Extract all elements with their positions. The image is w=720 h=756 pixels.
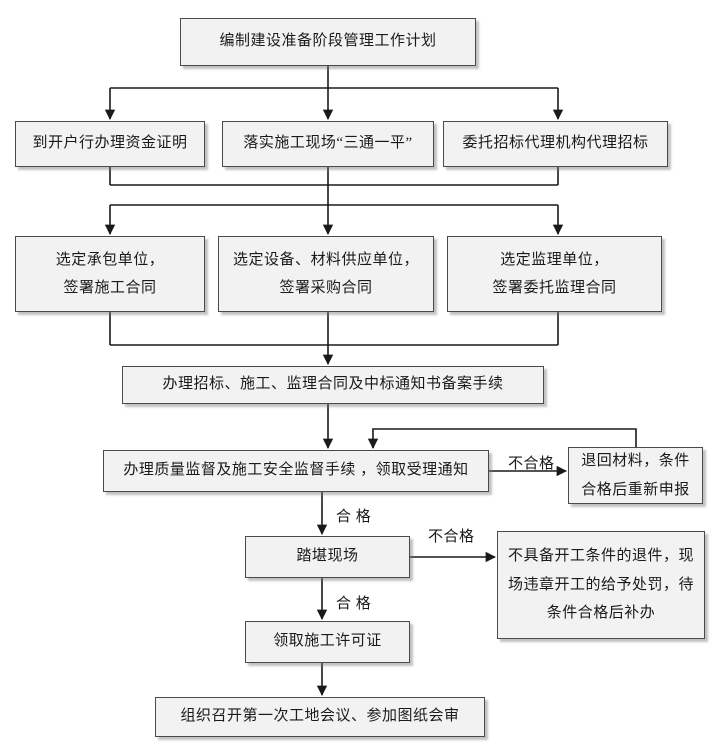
node-return-materials-line-1: 合格后重新申报 (581, 481, 690, 498)
node-supplier-line-0: 选定设备、材料供应单位， (232, 251, 419, 268)
node-site-prep[interactable]: 落实施工现场“三通一平” (222, 121, 434, 167)
node-contractor-line-0: 选定承包单位， (55, 251, 165, 268)
edge-label-fail-2: 不合格 (428, 529, 475, 545)
node-bidding-agent[interactable]: 委托招标代理机构代理招标 (443, 121, 668, 167)
node-construction-permit-line-0: 领取施工许可证 (273, 633, 382, 650)
node-construction-permit[interactable]: 领取施工许可证 (245, 621, 410, 663)
node-first-meeting-line-0: 组织召开第一次工地会议、参加图纸会审 (180, 708, 460, 725)
edge-label-pass-2: 合 格 (336, 596, 372, 612)
node-plan[interactable]: 编制建设准备阶段管理工作计划 (180, 18, 476, 66)
edge-label-fail-1: 不合格 (508, 456, 555, 472)
node-return-materials[interactable]: 退回材料，条件 合格后重新申报 (568, 447, 703, 504)
node-contractor-line-1: 签署施工合同 (63, 280, 157, 296)
node-supervisor-line-1: 签署委托监理合同 (492, 280, 617, 296)
wire-return-feedback (367, 428, 637, 450)
node-site-prep-line-0: 落实施工现场“三通一平” (243, 135, 413, 152)
node-return-materials-line-0: 退回材料，条件 (581, 453, 690, 469)
node-record-filing[interactable]: 办理招标、施工、监理合同及中标通知书备案手续 (122, 366, 544, 404)
node-site-survey-line-0: 踏堪现场 (296, 548, 359, 565)
node-fund-proof-line-0: 到开户行办理资金证明 (32, 135, 188, 152)
node-supervisor-line-0: 选定监理单位， (500, 251, 609, 268)
node-supplier-line-1: 签署采购合同 (279, 280, 373, 296)
node-penalty[interactable]: 不具备开工条件的退件，现 场违章开工的给予处罚，待 条件合格后补办 (497, 531, 705, 639)
node-penalty-line-0: 不具备开工条件的退件，现 (507, 548, 694, 565)
node-penalty-line-2: 条件合格后补办 (546, 605, 656, 622)
edge-label-pass-1: 合 格 (336, 509, 372, 525)
node-plan-line-0: 编制建设准备阶段管理工作计划 (219, 33, 437, 50)
node-contractor[interactable]: 选定承包单位， 签署施工合同 (15, 236, 205, 312)
node-quality-supervision-line-0: 办理质量监督及施工安全监督手续 ，领取受理通知 (123, 462, 469, 479)
node-supervisor[interactable]: 选定监理单位， 签署委托监理合同 (447, 236, 662, 312)
node-quality-supervision[interactable]: 办理质量监督及施工安全监督手续 ，领取受理通知 (103, 450, 489, 492)
node-penalty-line-1: 场违章开工的给予处罚，待 (507, 576, 694, 593)
node-record-filing-line-0: 办理招标、施工、监理合同及中标通知书备案手续 (162, 376, 504, 393)
node-bidding-agent-line-0: 委托招标代理机构代理招标 (462, 135, 649, 152)
node-first-meeting[interactable]: 组织召开第一次工地会议、参加图纸会审 (155, 697, 485, 737)
node-fund-proof[interactable]: 到开户行办理资金证明 (15, 121, 205, 167)
node-supplier[interactable]: 选定设备、材料供应单位， 签署采购合同 (218, 236, 434, 312)
node-site-survey[interactable]: 踏堪现场 (245, 536, 410, 578)
